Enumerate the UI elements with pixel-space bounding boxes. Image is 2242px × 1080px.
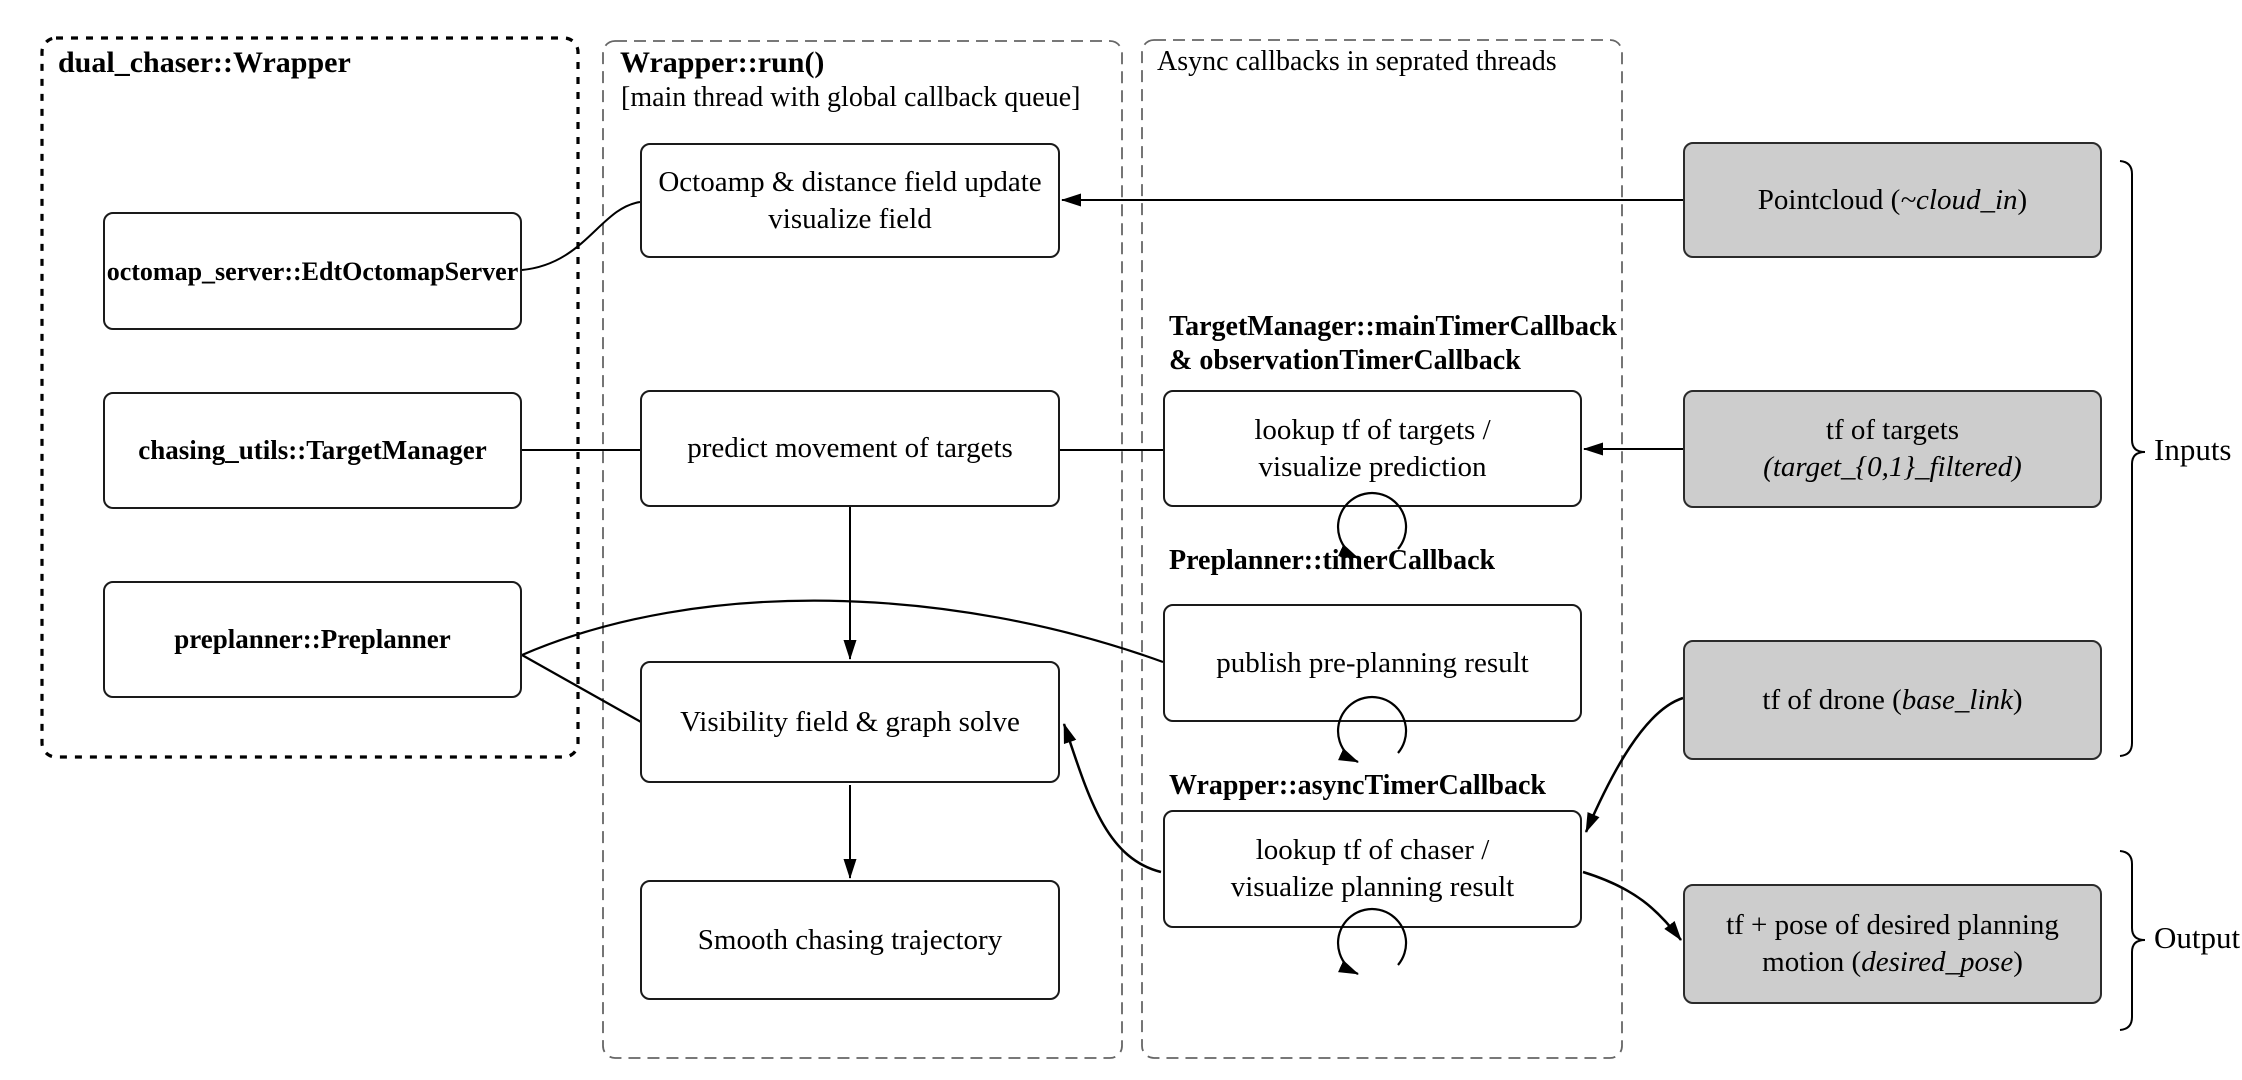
node-predict-movement: predict movement of targets <box>640 390 1060 507</box>
node-input-pointcloud-label: Pointcloud (~cloud_in) <box>1758 182 2027 219</box>
output-text-close: ) <box>2013 946 2023 978</box>
edge-lookup-chaser-to-visibility <box>1062 723 1162 874</box>
label-target-manager-callback: TargetManager::mainTimerCallback & obser… <box>1169 310 1617 378</box>
node-lookup-tf-targets: lookup tf of targets / visualize predict… <box>1163 390 1582 507</box>
left-container-title: dual_chaser::Wrapper <box>58 46 351 79</box>
node-lookup-tf-targets-line1: lookup tf of targets / <box>1254 413 1491 446</box>
edge-preplanner-to-visibility <box>521 654 642 723</box>
node-input-tf-drone: tf of drone (base_link) <box>1683 640 2102 760</box>
node-input-tf-targets: tf of targets (target_{0,1}_filtered) <box>1683 390 2102 508</box>
node-lookup-tf-targets-line2: visualize prediction <box>1258 450 1487 483</box>
node-target-manager-label: chasing_utils::TargetManager <box>138 435 487 465</box>
node-output-desired-pose: tf + pose of desired planning motion (de… <box>1683 884 2102 1004</box>
node-preplanner: preplanner::Preplanner <box>103 581 522 698</box>
tf-targets-topic: (target_{0,1}_filtered) <box>1763 451 2022 483</box>
output-line2: motion (desired_pose) <box>1762 944 2023 981</box>
label-target-manager-callback-line1: TargetManager::mainTimerCallback <box>1169 311 1617 342</box>
tf-targets-line1: tf of targets <box>1825 414 1960 446</box>
inputs-brace <box>2119 160 2146 757</box>
label-wrapper-async-callback: Wrapper::asyncTimerCallback <box>1169 770 1546 801</box>
node-smooth-trajectory: Smooth chasing trajectory <box>640 880 1060 1000</box>
output-label: Output <box>2154 920 2241 955</box>
node-preplanner-label: preplanner::Preplanner <box>174 624 451 654</box>
tf-drone-text-close: ) <box>2012 683 2023 716</box>
async-container-title: Async callbacks in seprated threads <box>1157 46 1557 77</box>
edge-preplanner-to-publish <box>521 599 1164 664</box>
node-publish-preplanning-label: publish pre-planning result <box>1216 646 1529 679</box>
node-predict-movement-label: predict movement of targets <box>687 432 1013 464</box>
node-octomap-server-label: octomap_server::EdtOctomapServer <box>106 256 519 286</box>
inputs-label: Inputs <box>2154 432 2232 467</box>
output-text: motion ( <box>1762 946 1862 978</box>
tf-drone-topic: base_link <box>1901 683 2013 716</box>
node-visibility-solve-label: Visibility field & graph solve <box>680 705 1020 738</box>
node-lookup-tf-chaser-line2: visualize planning result <box>1230 871 1515 903</box>
node-lookup-tf-chaser: lookup tf of chaser / visualize planning… <box>1163 810 1582 928</box>
label-target-manager-callback-line2: & observationTimerCallback <box>1169 345 1521 376</box>
middle-container-title: Wrapper::run() <box>620 46 825 79</box>
node-input-tf-drone-label: tf of drone (base_link) <box>1762 682 2022 719</box>
pointcloud-text: Pointcloud ( <box>1757 183 1901 216</box>
node-octoamp-update: Octoamp & distance field update visualiz… <box>640 143 1060 258</box>
middle-container-subtitle: [main thread with global callback queue] <box>621 82 1081 113</box>
pointcloud-topic: ~cloud_in <box>1900 183 2018 216</box>
tf-drone-text: tf of drone ( <box>1762 683 1902 716</box>
node-target-manager: chasing_utils::TargetManager <box>103 392 522 509</box>
node-octomap-server: octomap_server::EdtOctomapServer <box>103 212 522 330</box>
node-smooth-trajectory-label: Smooth chasing trajectory <box>697 923 1003 956</box>
node-lookup-tf-chaser-line1: lookup tf of chaser / <box>1255 834 1490 866</box>
output-line1: tf + pose of desired planning <box>1726 909 2059 941</box>
output-topic: desired_pose <box>1861 946 2014 978</box>
label-preplanner-callback: Preplanner::timerCallback <box>1169 545 1496 576</box>
node-input-pointcloud: Pointcloud (~cloud_in) <box>1683 142 2102 258</box>
node-octoamp-update-line2: visualize field <box>768 202 932 235</box>
node-publish-preplanning: publish pre-planning result <box>1163 604 1582 722</box>
pointcloud-text-close: ) <box>2017 183 2028 216</box>
output-brace <box>2119 850 2146 1031</box>
edge-tf-drone-to-lookup-chaser <box>1584 696 1684 833</box>
node-visibility-solve: Visibility field & graph solve <box>640 661 1060 783</box>
edge-octomap-server-to-octoamp-update <box>521 201 641 271</box>
edge-lookup-chaser-to-output <box>1582 870 1682 941</box>
node-octoamp-update-line1: Octoamp & distance field update <box>658 165 1042 198</box>
